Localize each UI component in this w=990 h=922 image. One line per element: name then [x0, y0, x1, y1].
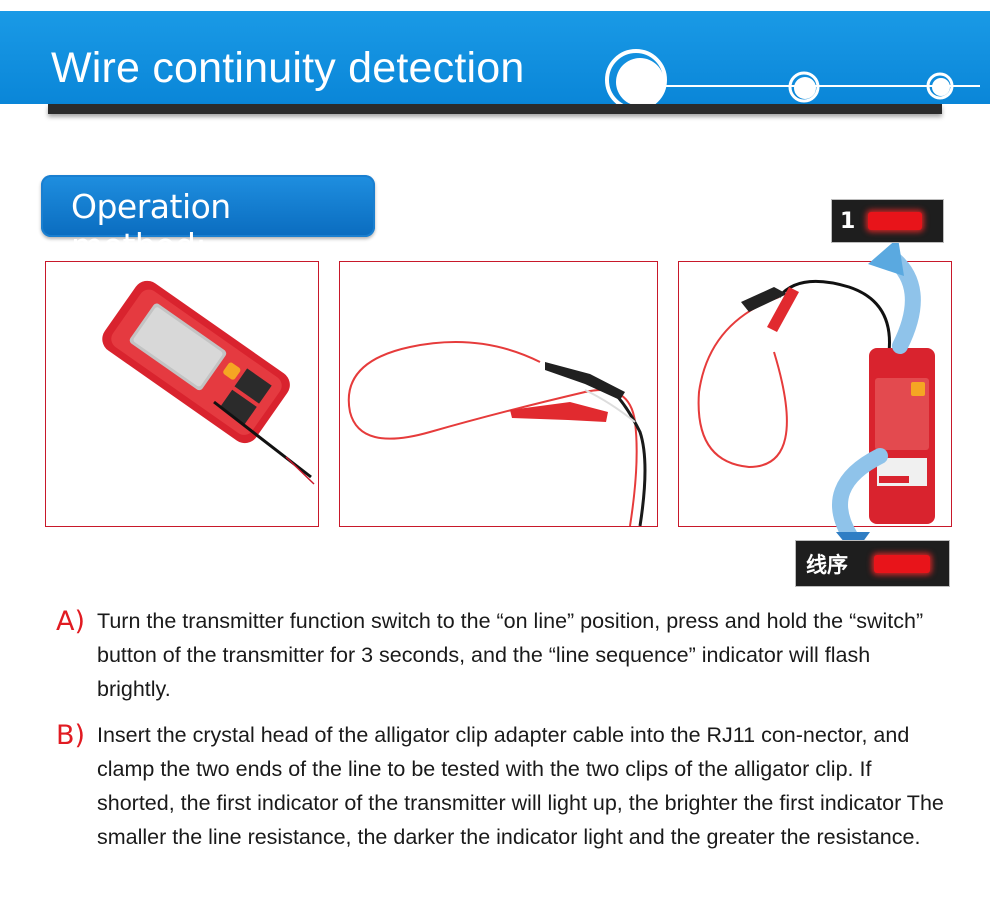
- photo-transmitter: [45, 261, 319, 527]
- step-letter: A): [56, 606, 86, 637]
- operation-method-badge: Operation method:: [41, 175, 375, 265]
- section-title: Operation method:: [71, 187, 231, 265]
- black-clip: [545, 362, 625, 400]
- line-sequence-callout: 线序: [795, 540, 950, 587]
- indicator-1-label: 1: [840, 209, 856, 234]
- indicator-1-callout: 1: [831, 199, 944, 243]
- header-banner: Wire continuity detection: [0, 11, 990, 111]
- photo-alligator-clips: [339, 261, 658, 527]
- led-icon: [874, 555, 930, 573]
- arrow-annotations: [832, 238, 921, 554]
- step-text: Turn the transmitter function switch to …: [97, 609, 924, 701]
- led-icon: [868, 212, 922, 230]
- photo-transmitter-with-clips: [678, 261, 952, 527]
- step-letter: B): [56, 720, 86, 751]
- banner-shadow-bar: [48, 104, 942, 114]
- page-title: Wire continuity detection: [51, 44, 525, 92]
- step-text: Insert the crystal head of the alligator…: [97, 723, 944, 849]
- red-clip: [510, 402, 608, 422]
- line-sequence-label: 线序: [806, 553, 848, 577]
